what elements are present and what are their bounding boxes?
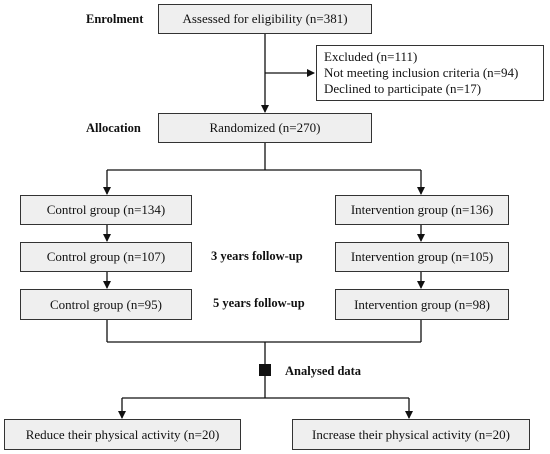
increase-activity-box: Increase their physical activity (n=20) — [292, 419, 530, 450]
intervention-box-3-year: Intervention group (n=105) — [335, 242, 509, 272]
control-box-5-year: Control group (n=95) — [20, 289, 192, 320]
stage-label-analysed-data: Analysed data — [285, 364, 362, 378]
excluded-reason: Declined to participate (n=17) — [324, 81, 482, 96]
excluded-box: Excluded (n=111) Not meeting inclusion c… — [316, 45, 544, 101]
assessed-box: Assessed for eligibility (n=381) — [158, 4, 372, 34]
reduce-activity-box: Reduce their physical activity (n=20) — [4, 419, 241, 450]
randomized-box: Randomized (n=270) — [158, 113, 372, 143]
control-box-baseline: Control group (n=134) — [20, 195, 192, 225]
excluded-title: Excluded (n=111) — [324, 49, 418, 64]
analysed-node-marker — [259, 364, 271, 376]
control-box-3-year: Control group (n=107) — [20, 242, 192, 272]
intervention-box-5-year: Intervention group (n=98) — [335, 289, 509, 320]
stage-label-allocation: Allocation — [86, 121, 141, 135]
intervention-box-baseline: Intervention group (n=136) — [335, 195, 509, 225]
stage-label-enrolment: Enrolment — [86, 12, 144, 26]
stage-label-5-year-follow-up: 5 years follow-up — [213, 296, 305, 310]
stage-label-3-year-follow-up: 3 years follow-up — [211, 249, 303, 263]
excluded-reason: Not meeting inclusion criteria (n=94) — [324, 65, 519, 80]
